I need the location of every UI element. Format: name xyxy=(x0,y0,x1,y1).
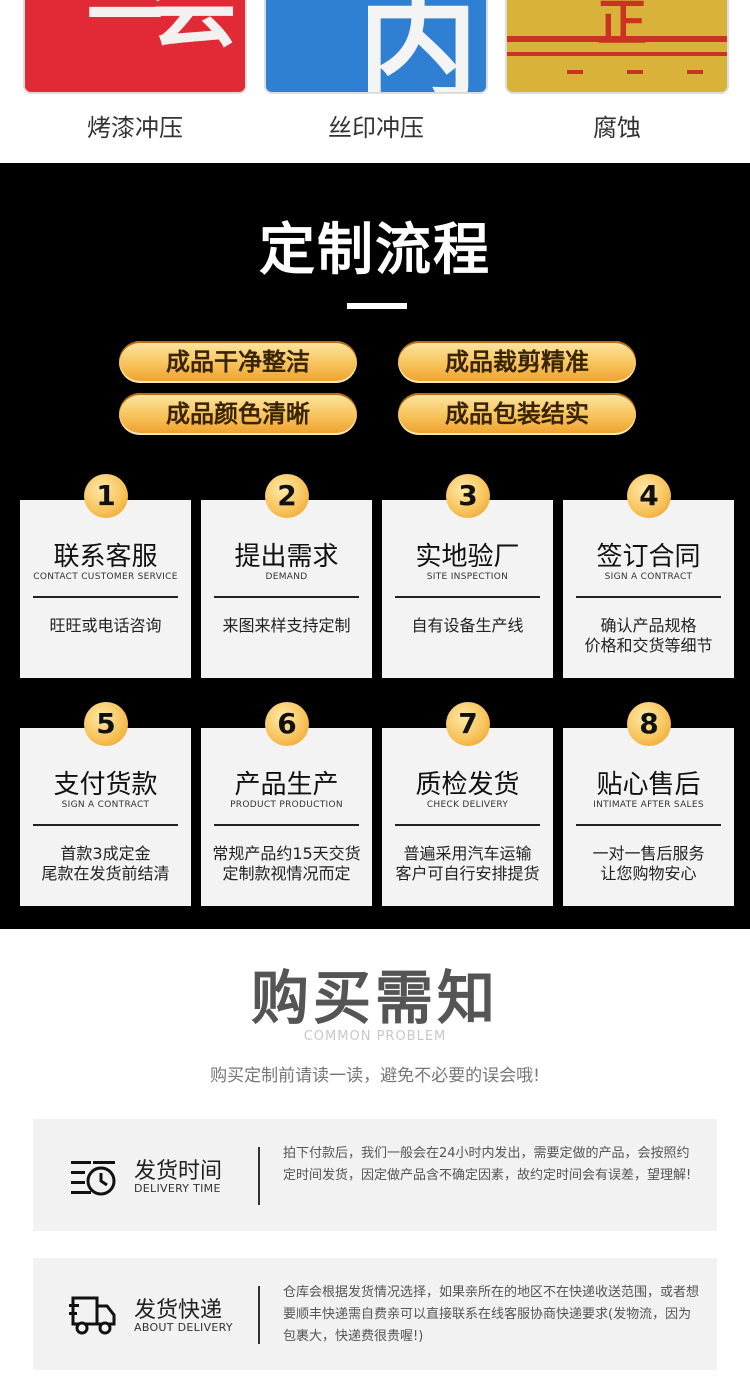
step-description: 普遍采用汽车运输客户可自行安排提货 xyxy=(395,844,540,883)
process-step-card: 1 联系客服 CONTACT CUSTOMER SERVICE 旺旺或电话咨询 xyxy=(20,474,191,678)
step-title: 支付货款 xyxy=(53,770,158,800)
sample-label: 丝印冲压 xyxy=(328,114,424,142)
step-subtitle: SITE INSPECTION xyxy=(426,572,509,582)
note-delivery-time: 发货时间 DELIVERY TIME 拍下付款后，我们一般会在24小时内发出，需… xyxy=(33,1119,717,1231)
step-number-badge: 1 xyxy=(84,474,128,518)
note-title: 发货快递 xyxy=(134,1298,223,1323)
sample-image-etching: 正 xyxy=(505,0,729,94)
step-title: 实地验厂 xyxy=(415,542,520,572)
step-number-badge: 2 xyxy=(265,474,309,518)
sample-image-silkscreen-stamping: 内 xyxy=(264,0,488,94)
step-divider xyxy=(33,824,178,826)
note-delivery-courier: 发货快递 ABOUT DELIVERY 仓库会根据发货情况选择，如果亲所在的地区… xyxy=(33,1258,717,1370)
note-divider xyxy=(258,1286,260,1344)
step-divider xyxy=(214,824,359,826)
step-number-badge: 7 xyxy=(446,702,490,746)
svg-text:正: 正 xyxy=(597,0,647,52)
step-title: 签订合同 xyxy=(596,542,701,572)
step-title: 联系客服 xyxy=(53,542,158,572)
step-subtitle: CHECK DELIVERY xyxy=(426,800,509,810)
step-title: 产品生产 xyxy=(234,770,339,800)
svg-text:会: 会 xyxy=(149,0,239,60)
sample-label: 烤漆冲压 xyxy=(87,114,183,142)
step-subtitle: CONTACT CUSTOMER SERVICE xyxy=(33,572,178,582)
step-number-badge: 3 xyxy=(446,474,490,518)
process-step-card: 6 产品生产 PRODUCT PRODUCTION 常规产品约15天交货定制款视… xyxy=(201,702,372,906)
sample-label: 腐蚀 xyxy=(593,114,641,142)
purchase-notes-section: 购买需知 COMMON PROBLEM 购买定制前请读一读，避免不必要的误会哦!… xyxy=(0,929,750,1400)
note-divider xyxy=(258,1147,260,1205)
notes-subtitle: COMMON PROBLEM xyxy=(303,1029,447,1044)
process-step-card: 7 质检发货 CHECK DELIVERY 普遍采用汽车运输客户可自行安排提货 xyxy=(382,702,553,906)
step-subtitle: DEMAND xyxy=(265,572,308,582)
process-title: 定制流程 xyxy=(259,218,491,283)
note-text: 拍下付款后，我们一般会在24小时内发出，需要定做的产品，会按照约定时间发货，因定… xyxy=(283,1146,692,1183)
process-step-card: 2 提出需求 DEMAND 来图来样支持定制 xyxy=(201,474,372,678)
step-divider xyxy=(214,596,359,598)
custom-process-section: 定制流程 成品干净整洁 成品裁剪精准 成品颜色清晰 成品包装结实 1 联系客服 … xyxy=(0,163,750,929)
title-underline xyxy=(347,303,407,309)
step-subtitle: SIGN A CONTRACT xyxy=(61,800,150,810)
process-step-card: 5 支付货款 SIGN A CONTRACT 首款3成定金尾款在发货前结清 xyxy=(20,702,191,906)
truck-icon xyxy=(69,1296,116,1335)
step-description: 来图来样支持定制 xyxy=(222,616,351,635)
step-divider xyxy=(33,596,178,598)
step-subtitle: SIGN A CONTRACT xyxy=(604,572,693,582)
svg-text:—: — xyxy=(85,0,165,53)
step-description: 自有设备生产线 xyxy=(411,616,524,635)
step-description: 一对一售后服务让您购物安心 xyxy=(592,844,705,883)
step-number-badge: 4 xyxy=(627,474,671,518)
step-subtitle: PRODUCT PRODUCTION xyxy=(230,800,343,810)
step-divider xyxy=(395,596,540,598)
step-description: 首款3成定金尾款在发货前结清 xyxy=(41,844,170,883)
step-description: 旺旺或电话咨询 xyxy=(49,616,162,635)
step-number-badge: 8 xyxy=(627,702,671,746)
sample-image-baking-stamping: — 会 xyxy=(23,0,247,94)
step-description: 常规产品约15天交货定制款视情况而定 xyxy=(212,844,361,883)
notes-title: 购买需知 xyxy=(250,964,499,1032)
note-title: 发货时间 xyxy=(134,1159,223,1184)
process-step-card: 3 实地验厂 SITE INSPECTION 自有设备生产线 xyxy=(382,474,553,678)
clock-delivery-icon xyxy=(71,1161,116,1196)
notes-hint: 购买定制前请读一读，避免不必要的误会哦! xyxy=(210,1066,540,1086)
step-description: 确认产品规格价格和交货等细节 xyxy=(584,616,713,655)
note-text: 仓库会根据发货情况选择，如果亲所在的地区不在快递收送范围，或者想要顺丰快递需自费… xyxy=(283,1285,700,1344)
note-subtitle: DELIVERY TIME xyxy=(134,1182,221,1195)
step-number-badge: 5 xyxy=(84,702,128,746)
step-subtitle: INTIMATE AFTER SALES xyxy=(593,800,704,810)
feature-pill: 成品裁剪精准 xyxy=(398,341,636,383)
step-number-badge: 6 xyxy=(265,702,309,746)
step-divider xyxy=(576,596,721,598)
process-step-card: 8 贴心售后 INTIMATE AFTER SALES 一对一售后服务让您购物安… xyxy=(563,702,734,906)
process-step-card: 4 签订合同 SIGN A CONTRACT 确认产品规格价格和交货等细节 xyxy=(563,474,734,678)
step-title: 提出需求 xyxy=(234,542,339,572)
note-subtitle: ABOUT DELIVERY xyxy=(134,1321,233,1334)
feature-pill: 成品颜色清晰 xyxy=(119,393,357,435)
feature-pill: 成品干净整洁 xyxy=(119,341,357,383)
feature-pill: 成品包装结实 xyxy=(398,393,636,435)
step-divider xyxy=(576,824,721,826)
svg-text:内: 内 xyxy=(358,0,478,94)
step-divider xyxy=(395,824,540,826)
step-title: 贴心售后 xyxy=(596,770,701,800)
sample-gallery: — 会 内 正 烤漆冲压 丝印冲压 腐蚀 xyxy=(0,0,750,163)
step-title: 质检发货 xyxy=(415,770,520,800)
